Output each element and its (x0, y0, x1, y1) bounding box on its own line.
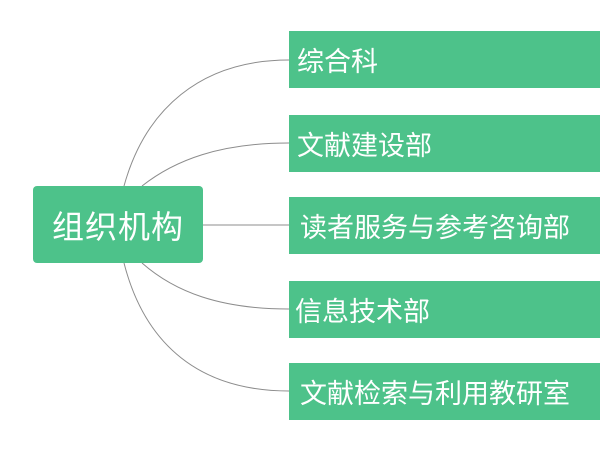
root-node[interactable]: 组织机构 (33, 186, 203, 263)
root-node-label: 组织机构 (51, 207, 184, 246)
child-node-collection-development[interactable]: 文献建设部 (289, 115, 600, 172)
child-node-label: 信息技术部 (295, 297, 430, 328)
child-node-retrieval-teaching[interactable]: 文献检索与利用教研室 (289, 363, 600, 420)
child-node-reader-services[interactable]: 读者服务与参考咨询部 (289, 197, 600, 254)
child-node-label: 综合科 (297, 47, 378, 78)
child-node-label: 文献检索与利用教研室 (300, 379, 570, 410)
child-node-general-office[interactable]: 综合科 (289, 31, 600, 88)
connector-to-child-0 (123, 59, 290, 187)
connector-to-child-4 (123, 262, 290, 392)
child-node-information-technology[interactable]: 信息技术部 (289, 281, 600, 338)
connector-to-child-3 (141, 262, 290, 310)
child-node-label: 读者服务与参考咨询部 (300, 213, 570, 244)
child-node-label: 文献建设部 (297, 131, 432, 162)
connector-to-child-1 (141, 142, 290, 187)
